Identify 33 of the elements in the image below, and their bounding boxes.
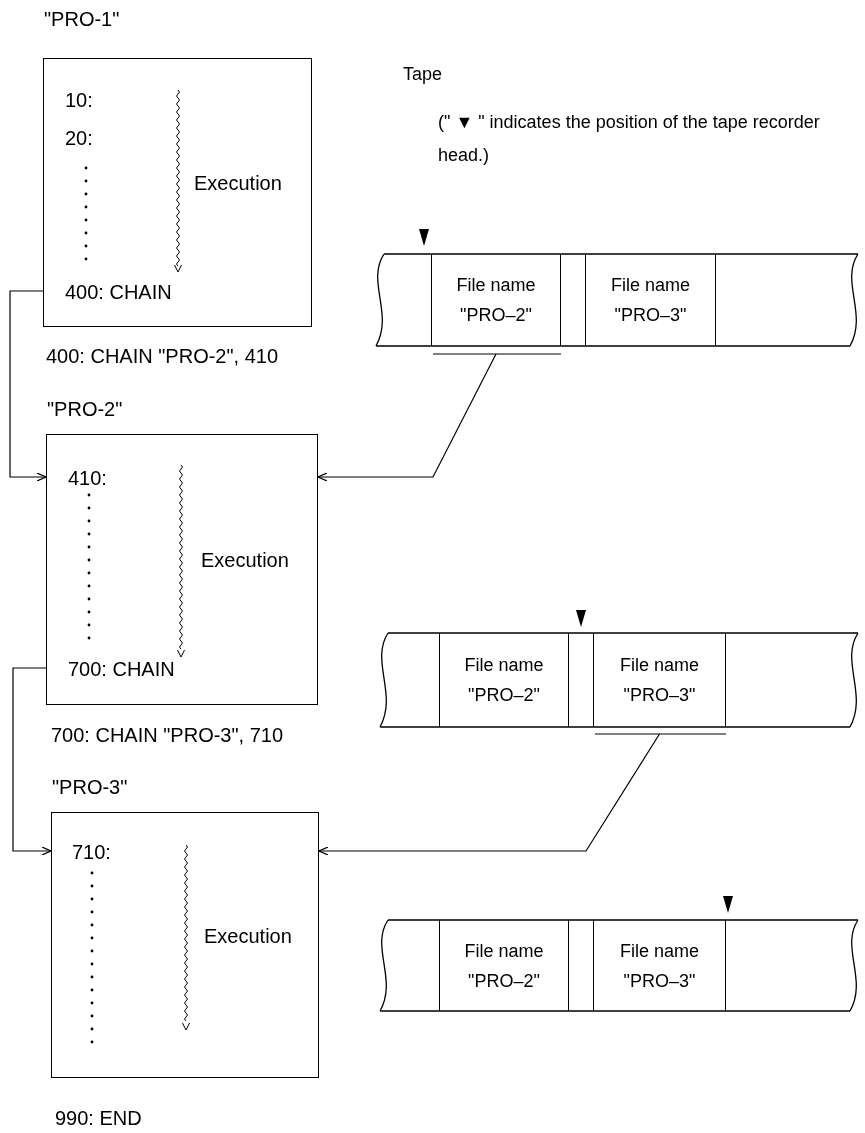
program-name: "PRO-2"	[47, 398, 123, 420]
file-name: File name "PRO–3"	[619, 939, 700, 993]
program-name: "PRO-1"	[44, 8, 120, 30]
code-line: 990: END	[55, 1107, 142, 1129]
arrow	[318, 733, 661, 856]
code-line: 20:	[65, 127, 93, 149]
code-line: 400: CHAIN	[65, 281, 172, 303]
code-line: 710:	[72, 841, 111, 863]
code-line: 700: CHAIN	[68, 658, 175, 680]
file-block	[439, 633, 569, 727]
code-line: 700: CHAIN "PRO-3", 710	[51, 724, 284, 746]
file-name: File name "PRO–2"	[463, 939, 545, 993]
file-block	[593, 633, 726, 727]
code-line: Execution	[204, 925, 292, 947]
program-name: "PRO-3"	[52, 776, 128, 798]
file-block	[439, 920, 569, 1011]
code-line: 400: CHAIN "PRO-2", 410	[46, 345, 279, 367]
arrow	[317, 353, 497, 482]
arrow	[12, 667, 52, 856]
file-block	[593, 920, 726, 1011]
file-name: File name "PRO–3"	[619, 654, 700, 707]
file-name: File name "PRO–2"	[463, 654, 545, 707]
code-line: Execution	[201, 549, 289, 571]
section-label: Tape	[403, 63, 444, 86]
arrow	[9, 290, 47, 482]
file-name: File name "PRO–3"	[610, 274, 691, 327]
note-text: (" ▼ " indicates the position of the tape recorder head.)	[438, 111, 821, 167]
code-line: 10:	[65, 89, 93, 111]
code-line: 410:	[68, 467, 107, 489]
file-block	[585, 254, 716, 346]
file-name: File name "PRO–2"	[455, 274, 537, 327]
code-line: Execution	[194, 172, 282, 194]
file-block	[431, 254, 561, 346]
